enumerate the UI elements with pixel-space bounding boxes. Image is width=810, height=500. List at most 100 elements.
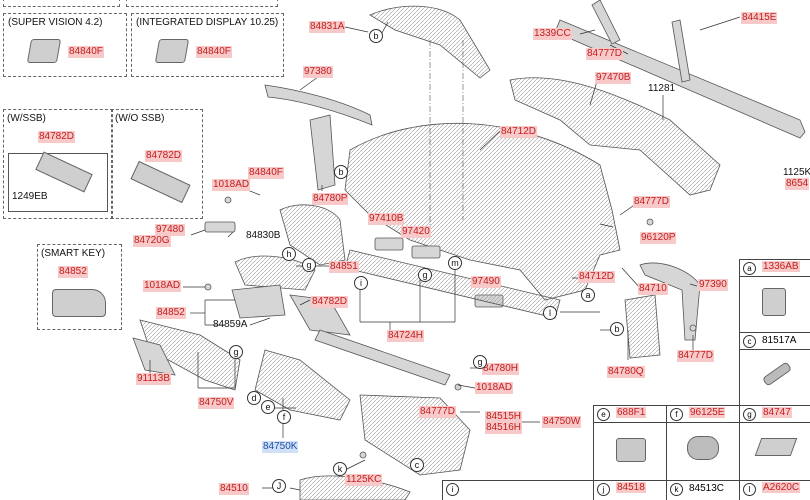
part-label-84415e[interactable]: 84415E: [741, 12, 778, 24]
legend-part: 96125E: [689, 407, 726, 418]
bracket-shape: [309, 114, 336, 191]
part-label-84840f-mid[interactable]: 84840F: [248, 167, 284, 179]
part-label-84780p[interactable]: 84780P: [312, 193, 349, 205]
center-duct-shape: [509, 77, 721, 196]
screw-icon: [761, 361, 793, 387]
clip-icon: [762, 288, 786, 316]
part-label-8654[interactable]: 8654: [785, 178, 810, 190]
legend-letter: f: [670, 408, 683, 421]
crash-pad-shape: [344, 123, 621, 301]
part-label-91113b[interactable]: 91113B: [136, 373, 171, 385]
part-label-84510[interactable]: 84510: [219, 483, 249, 495]
legend-letter: i: [446, 483, 459, 496]
part-label-1018ad-c[interactable]: 1018AD: [475, 382, 514, 394]
part-number: 84840F: [196, 46, 232, 58]
legend-part: A2620C: [762, 482, 801, 493]
part-label-84782d-mid[interactable]: 84782D: [311, 296, 349, 308]
legend-cell-i: i: [442, 480, 595, 500]
side-duct-shape: [264, 84, 373, 126]
legend-part: 84513C: [689, 483, 725, 494]
callout-f: f: [277, 410, 291, 424]
part-label-84720g[interactable]: 84720G: [133, 235, 171, 247]
part-label-84750v[interactable]: 84750V: [198, 397, 235, 409]
ssb-inset: 1249EB: [8, 151, 108, 212]
display-cover-drawing: [154, 39, 190, 63]
legend-part: 84747: [762, 407, 792, 418]
part-label-84712d-b[interactable]: 84712D: [578, 271, 616, 283]
upper-cover-shape: [369, 5, 491, 79]
part-label-84852[interactable]: 84852: [156, 307, 186, 319]
part-label-84712d[interactable]: 84712D: [500, 126, 538, 138]
part-label-1018ad-b[interactable]: 1018AD: [143, 280, 182, 292]
lower-strip-shape: [314, 329, 451, 386]
callout-m: m: [448, 256, 462, 270]
rear-duct-shape: [639, 262, 701, 341]
part-label-1125k[interactable]: 1125K: [783, 167, 810, 178]
part-label-84710[interactable]: 84710: [638, 283, 668, 295]
part-label-97420[interactable]: 97420: [401, 226, 431, 238]
option-box-title: (W/SSB): [7, 113, 46, 124]
part-label-84516h[interactable]: 84516H: [485, 422, 523, 434]
ssb-panel-drawing: [130, 160, 191, 204]
part-label-84831a[interactable]: 84831A: [309, 21, 346, 33]
part-label-84851[interactable]: 84851: [329, 261, 359, 273]
part-label-84515h[interactable]: 84515H: [485, 411, 523, 423]
part-number: 84782D: [38, 131, 76, 143]
callout-g: g: [229, 345, 243, 359]
part-label-1125kc[interactable]: 1125KC: [345, 474, 383, 486]
part-label-84780q[interactable]: 84780Q: [607, 366, 645, 378]
legend-letter: j: [597, 483, 610, 496]
legend-cell-g: g 84747: [739, 405, 810, 482]
switch-97480: [204, 221, 236, 233]
part-label-84777d-c[interactable]: 84777D: [419, 406, 457, 418]
callout-c: c: [410, 458, 424, 472]
part-label-84750k[interactable]: 84750K: [262, 441, 299, 453]
callout-b: b: [610, 322, 624, 336]
part-label-97470b[interactable]: 97470B: [595, 72, 632, 84]
part-label-84777d-top[interactable]: 84777D: [586, 48, 624, 60]
legend-letter: c: [743, 335, 756, 348]
callout-a: a: [581, 288, 595, 302]
part-label-97490[interactable]: 97490: [471, 276, 501, 288]
part-label-1018ad-a[interactable]: 1018AD: [212, 179, 251, 191]
part-label-84780h[interactable]: 84780H: [482, 363, 520, 375]
part-label-97480[interactable]: 97480: [155, 224, 185, 236]
callout-l: l: [543, 306, 557, 320]
legend-cell-f: f 96125E: [666, 405, 741, 482]
part-number: 84852: [58, 266, 88, 278]
callout-b: b: [369, 29, 383, 43]
option-box-title: (SUPER VISION 4.2): [8, 17, 103, 28]
part-label-84777d-r[interactable]: 84777D: [633, 196, 671, 208]
part-label-96120p[interactable]: 96120P: [640, 232, 677, 244]
part-label-97410b[interactable]: 97410B: [368, 213, 405, 225]
callout-i: i: [354, 276, 368, 290]
legend-letter: g: [743, 408, 756, 421]
callout-h: h: [282, 247, 296, 261]
part-label-1339cc[interactable]: 1339CC: [533, 28, 572, 40]
part-label-97380[interactable]: 97380: [303, 66, 333, 78]
switch-97420: [411, 245, 441, 259]
part-label-84859a[interactable]: 84859A: [213, 319, 248, 330]
part-label-11281[interactable]: 11281: [648, 83, 676, 94]
option-box-title: (INTEGRATED DISPLAY 10.25): [136, 17, 279, 28]
part-label-84777d-b[interactable]: 84777D: [677, 350, 715, 362]
option-box-top-stub-2: [126, 0, 278, 7]
pad-91113b: [132, 337, 176, 376]
retainer-icon: [754, 438, 798, 456]
legend-cell-k: k 84513C: [666, 480, 741, 500]
option-box-integrated-display: (INTEGRATED DISPLAY 10.25) 84840F: [131, 13, 284, 77]
part-label-97390[interactable]: 97390: [698, 279, 728, 291]
part-label-84830b[interactable]: 84830B: [246, 230, 281, 241]
part-label-84750w[interactable]: 84750W: [542, 416, 582, 428]
legend-letter: k: [670, 483, 683, 496]
legend-part: 1336AB: [762, 261, 800, 272]
option-box-wo-ssb: (W/O SSB) 84782D: [111, 109, 203, 219]
callout-e: e: [261, 400, 275, 414]
part-label-84724h[interactable]: 84724H: [387, 330, 425, 342]
option-box-top-left-stub: [3, 0, 120, 7]
